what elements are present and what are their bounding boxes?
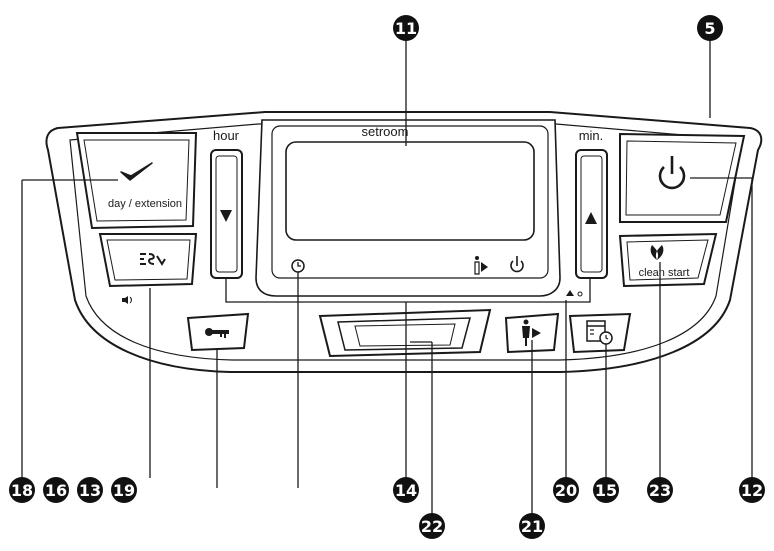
display-bezel — [271, 125, 549, 279]
min-label: min. — [579, 128, 604, 143]
display-screen — [285, 141, 535, 241]
day-extension-label: day / extension — [108, 198, 182, 210]
svg-text:14: 14 — [395, 481, 417, 500]
callout-5: 5 — [697, 15, 723, 41]
svg-text:11: 11 — [395, 19, 417, 38]
weekly-timer-button[interactable] — [568, 312, 632, 354]
callout-22: 22 — [419, 513, 445, 539]
clean-start-label: clean start — [639, 267, 690, 279]
power-icon — [510, 256, 524, 273]
svg-text:23: 23 — [649, 481, 671, 500]
display-frame — [255, 119, 561, 297]
person-icon — [522, 319, 541, 346]
power-icon — [658, 156, 686, 190]
check-icon — [120, 162, 153, 181]
callout-14: 14 — [393, 477, 419, 503]
day-extension-button[interactable] — [75, 132, 198, 230]
panel-inner-body — [69, 123, 743, 361]
status-led — [577, 291, 583, 297]
callout-20: 20 — [553, 477, 579, 503]
power-button[interactable] — [619, 132, 746, 223]
callout-15: 15 — [593, 477, 619, 503]
sound-icon — [122, 296, 132, 304]
callout-11: 11 — [393, 15, 419, 41]
callout-18: 18 — [9, 477, 35, 503]
setroom-label: setroom — [362, 124, 409, 139]
arrow-up-icon — [585, 212, 597, 224]
svg-text:18: 18 — [11, 481, 33, 500]
callout-16: 16 — [43, 477, 69, 503]
status-led-arrow — [566, 290, 574, 296]
svg-text:21: 21 — [521, 517, 543, 536]
arrow-down-icon — [220, 210, 232, 222]
callout-21: 21 — [519, 513, 545, 539]
hour-label: hour — [213, 128, 240, 143]
callout-12: 12 — [739, 477, 765, 503]
key-icon — [205, 328, 229, 338]
svg-text:5: 5 — [704, 19, 715, 38]
svg-text:12: 12 — [741, 481, 763, 500]
svg-text:15: 15 — [595, 481, 617, 500]
sensor-program-icon — [474, 256, 488, 275]
clean-start-button[interactable] — [618, 232, 718, 288]
svg-text:16: 16 — [45, 481, 67, 500]
leader-lines — [21, 40, 753, 514]
callout-13: 13 — [77, 477, 103, 503]
svg-text:13: 13 — [79, 481, 101, 500]
svg-text:22: 22 — [421, 517, 443, 536]
svg-text:19: 19 — [113, 481, 135, 500]
svg-text:20: 20 — [555, 481, 577, 500]
callout-23: 23 — [647, 477, 673, 503]
leaf-icon — [650, 245, 664, 260]
sensor-program-icon — [140, 253, 166, 266]
sensor-program-button[interactable] — [98, 233, 198, 288]
callout-19: 19 — [111, 477, 137, 503]
